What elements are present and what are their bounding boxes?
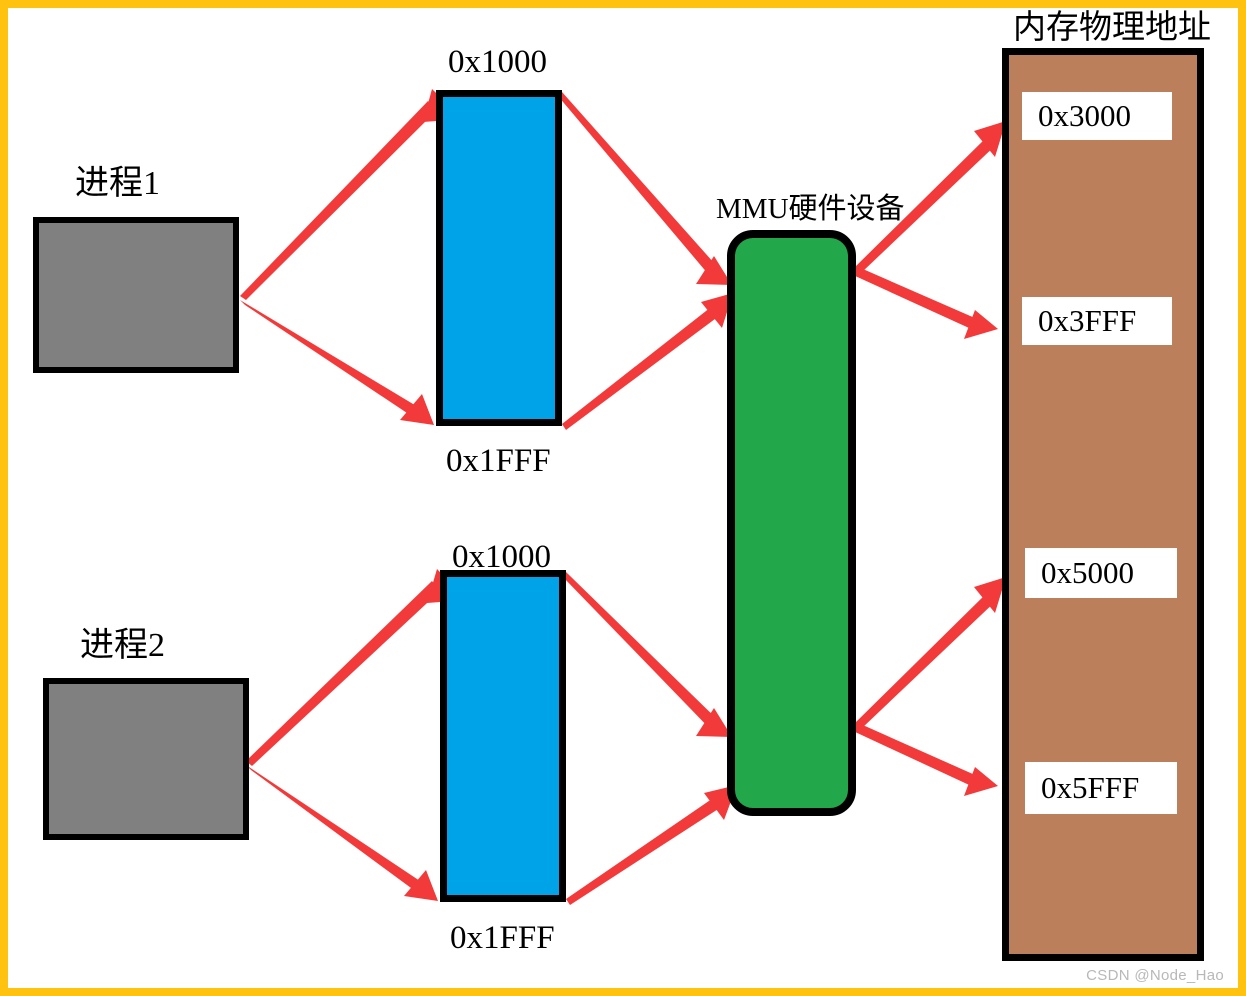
physical-memory-panel	[1002, 48, 1204, 961]
watermark: CSDN @Node_Hao	[1086, 967, 1224, 984]
arrow-mmu-to-mem-0x3000	[856, 121, 1006, 273]
arrow-mmu-to-mem-0x5FFF	[853, 722, 998, 796]
memory-chip-0x5FFF: 0x5FFF	[1025, 762, 1177, 814]
memory-panel-title: 内存物理地址	[1013, 10, 1211, 46]
virtual-2-bottom-address-label: 0x1FFF	[450, 920, 555, 956]
process-2-box	[43, 678, 249, 840]
virtual-1-bottom-address-label: 0x1FFF	[446, 443, 551, 479]
arrow-virtual2-top-to-mmu	[562, 572, 732, 737]
arrow-mmu-to-mem-0x5000	[856, 577, 1006, 729]
mmu-label: MMU硬件设备	[716, 193, 905, 225]
memory-chip-0x3000: 0x3000	[1022, 92, 1172, 140]
virtual-address-block-1	[436, 90, 562, 426]
arrow-mmu-to-mem-0x3FFF	[853, 266, 998, 339]
process-2-label: 进程2	[80, 627, 165, 664]
arrow-virtual-top-to-mmu	[558, 92, 732, 285]
virtual-1-top-address-label: 0x1000	[448, 44, 547, 80]
arrow-process2-to-virtual-top	[246, 569, 467, 766]
arrow-virtual2-bottom-to-mmu	[566, 785, 737, 905]
memory-chip-0x3FFF: 0x3FFF	[1022, 297, 1172, 345]
arrow-virtual-bottom-to-mmu	[562, 293, 733, 430]
arrow-process1-to-virtual-top	[240, 89, 463, 300]
virtual-2-top-address-label: 0x1000	[452, 539, 551, 575]
arrow-process1-to-virtual-bottom	[240, 300, 434, 425]
memory-chip-0x5000: 0x5000	[1025, 548, 1177, 598]
arrow-process2-to-virtual-bottom	[246, 765, 438, 901]
mmu-hardware-box	[727, 230, 856, 816]
process-1-box	[33, 217, 239, 373]
virtual-address-block-2	[440, 570, 566, 902]
process-1-label: 进程1	[75, 165, 160, 202]
